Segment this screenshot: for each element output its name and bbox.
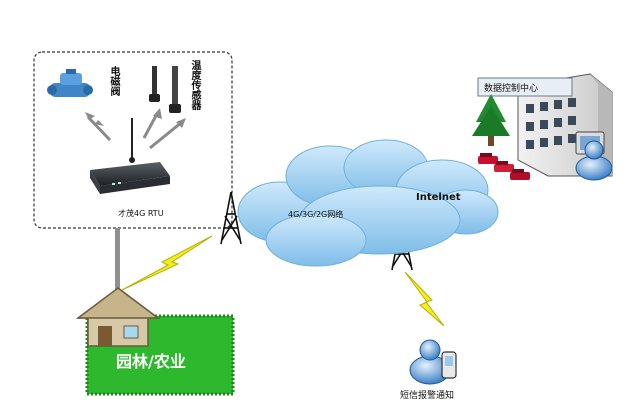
solenoid-valve-icon: [47, 69, 93, 97]
internet-label: Intelnet: [416, 192, 461, 203]
tree-icon: [472, 94, 510, 146]
device-arrows: [85, 108, 186, 150]
mobile-phone-icon: [441, 351, 457, 379]
network-cloud: [237, 139, 499, 267]
valve-label: 电磁阀: [108, 66, 119, 96]
cable-line: [115, 228, 120, 298]
sensor-label: 温度传感器: [189, 60, 200, 110]
rtu-label: 才茂4G RTU: [118, 208, 164, 218]
garden-label: 园林/农业: [116, 352, 186, 371]
sms-label: 短信报警通知: [400, 389, 454, 401]
house-icon: [75, 287, 161, 347]
car-icon: [478, 153, 530, 180]
cloud-network-label: 4G/3G/2G网络: [288, 209, 343, 219]
temperature-sensor-icon: [149, 66, 181, 113]
cell-tower-icon: [220, 191, 242, 245]
lightning-bolt-icon: [121, 235, 445, 327]
sms-person-icon: [409, 339, 451, 385]
rtu-device-icon: [90, 118, 170, 194]
data-center-label: 数据控制中心: [484, 82, 538, 94]
operator-person-icon: [575, 140, 613, 181]
